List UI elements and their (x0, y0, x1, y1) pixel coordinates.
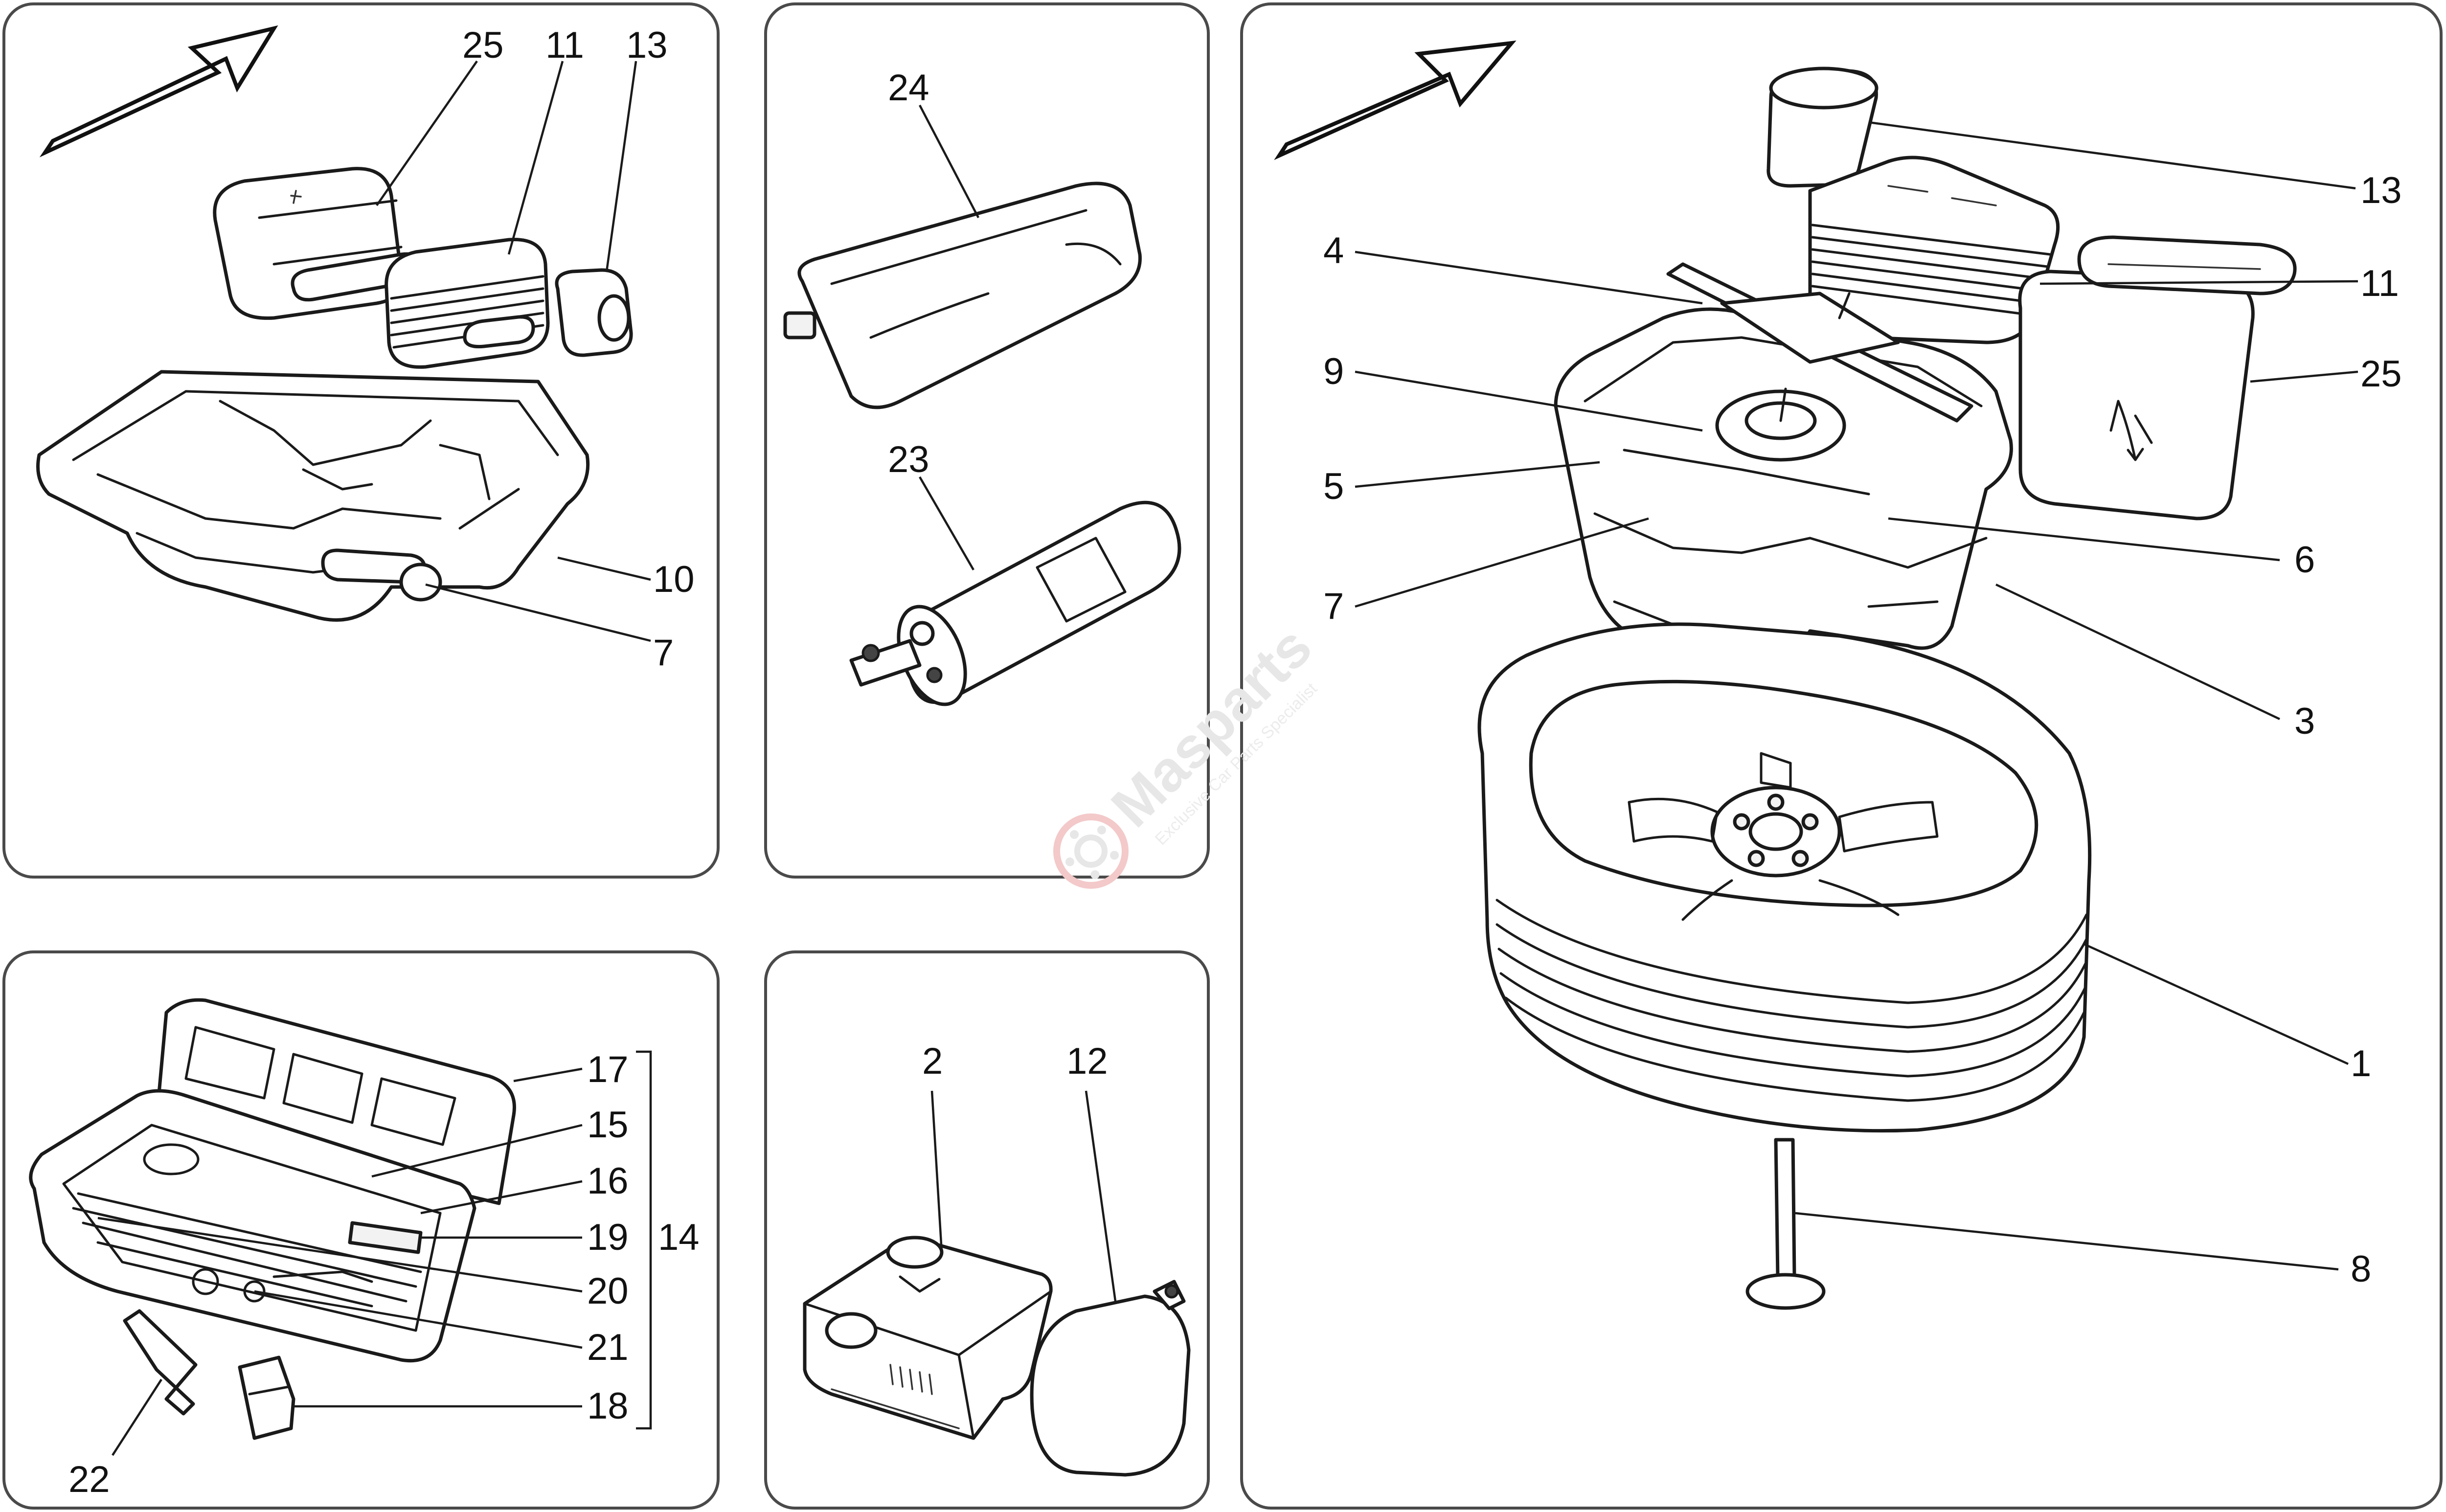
leader-p3-13 (1868, 121, 2356, 190)
callout-p3-25: 25 (2360, 353, 2402, 395)
callout-p4-17: 17 (587, 1049, 629, 1090)
sealant-bottle-13 (555, 268, 633, 357)
leader-p1-25 (376, 60, 478, 206)
leader-p3-9 (1355, 370, 1703, 432)
soft-bag-24 (783, 181, 1142, 409)
leader-p3-5 (1355, 461, 1600, 488)
callout-p4-19: 19 (587, 1217, 629, 1258)
leader-p4-17 (513, 1067, 583, 1083)
callout-p2-24: 24 (888, 67, 929, 109)
callout-p3-11: 11 (2360, 263, 2399, 304)
callout-p5-12: 12 (1066, 1040, 1108, 1082)
compressor-2 (803, 1236, 1053, 1440)
callout-p1-13: 13 (626, 24, 668, 66)
direction-arrow-icon (39, 25, 278, 158)
leader-p1-7 (425, 583, 651, 642)
callout-p5-2: 2 (922, 1040, 943, 1082)
watermark-gear-icon (1053, 813, 1129, 889)
callout-p3-5: 5 (1323, 466, 1344, 507)
callout-p1-25: 25 (462, 24, 504, 66)
callout-p4-14: 14 (658, 1217, 700, 1258)
leader-p5-12 (1085, 1090, 1117, 1302)
panel-bag-canister-frame (764, 2, 1210, 879)
leader-p3-25 (2250, 370, 2358, 383)
storage-bag-25 (2018, 235, 2297, 520)
leader-p4-20 (97, 1217, 583, 1293)
pressure-canister-23 (849, 500, 1181, 706)
callout-p3-8: 8 (2351, 1248, 2371, 1290)
leader-p4-22 (112, 1378, 162, 1456)
callout-p3-6: 6 (2294, 539, 2315, 581)
callout-p3-1: 1 (2351, 1043, 2371, 1084)
tool-holder-3 (1554, 307, 2013, 680)
leader-p4-16 (420, 1180, 583, 1215)
leader-p3-8 (1795, 1212, 2339, 1271)
callout-p3-13: 13 (2360, 170, 2402, 211)
leader-p4-15 (371, 1124, 583, 1178)
callout-p3-4: 4 (1323, 230, 1344, 271)
spare-wheel-1 (1477, 622, 2092, 1133)
sealant-bottle-13 (1767, 67, 1879, 188)
leader-p1-10 (557, 556, 651, 581)
leader-p2-23 (919, 476, 974, 571)
callout-p1-10: 10 (653, 559, 695, 600)
foam-tray-10 (36, 370, 590, 622)
compressor-11 (385, 238, 550, 369)
tool-case-17 (29, 998, 516, 1363)
tow-hook-18 (238, 1355, 295, 1440)
callout-p3-9: 9 (1323, 351, 1344, 392)
direction-arrow-icon (1274, 40, 1517, 160)
compressor-11 (1808, 156, 2060, 344)
jack-4 (1666, 262, 1973, 462)
wheel-bolt-8 (1745, 1138, 1826, 1310)
callout-p4-21: 21 (587, 1327, 629, 1368)
callout-p1-7: 7 (653, 632, 674, 674)
leader-p1-11 (507, 61, 564, 255)
leader-p3-1 (2084, 943, 2349, 1065)
leader-p1-13 (605, 61, 637, 272)
leader-p3-11 (2039, 280, 2358, 285)
hex-key-22 (123, 1309, 198, 1416)
leader-p5-2 (930, 1090, 943, 1253)
callout-p4-15: 15 (587, 1104, 629, 1146)
sealant-bottle-12 (1030, 1280, 1191, 1477)
callout-p1-11: 11 (545, 24, 584, 66)
leader-p2-24 (919, 104, 979, 219)
callout-p3-3: 3 (2294, 700, 2315, 742)
leader-p4-21 (254, 1290, 583, 1349)
leader-p3-7 (1355, 517, 1649, 608)
callout-p2-23: 23 (888, 439, 929, 480)
leader-p3-6 (1888, 517, 2280, 562)
callout-p3-7: 7 (1323, 586, 1344, 627)
callout-p4-16: 16 (587, 1160, 629, 1202)
leader-p3-3 (1995, 583, 2280, 721)
callout-p4-18: 18 (587, 1385, 629, 1427)
leader-p3-4 (1355, 250, 1703, 305)
callout-p4-20: 20 (587, 1270, 629, 1312)
group-bracket-14 (636, 1050, 652, 1430)
callout-p4-22: 22 (68, 1459, 110, 1500)
